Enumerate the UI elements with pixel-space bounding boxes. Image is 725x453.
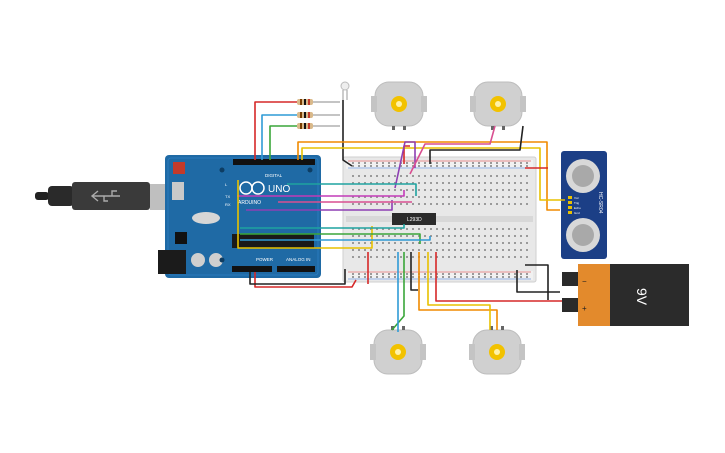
battery-plus: + xyxy=(582,304,587,313)
usb-cable xyxy=(35,182,172,210)
arduino-logo-text: UNO xyxy=(268,184,290,195)
arduino-brand: ARDUINO xyxy=(238,200,261,206)
wire-black xyxy=(429,125,524,164)
motor-icon xyxy=(370,326,426,375)
wire-black xyxy=(249,269,346,285)
wire-red xyxy=(254,272,357,288)
sensor-pin-label: Echo xyxy=(574,206,581,210)
tx-label: TX xyxy=(225,194,230,199)
battery-label: 9V xyxy=(634,288,650,306)
resistors xyxy=(288,81,350,129)
wire-red xyxy=(254,101,297,160)
battery-9v: 9V − + xyxy=(562,264,689,326)
wire-green xyxy=(269,125,297,160)
sensor-label: HC-SR04 xyxy=(597,192,603,214)
wire-orange xyxy=(418,252,498,330)
wire-yellow xyxy=(427,252,491,330)
wire-blue xyxy=(261,114,297,160)
wire-blue xyxy=(240,236,431,241)
wire-black xyxy=(525,264,549,300)
motor-icon xyxy=(469,326,525,375)
sensor-pin-label: Trig xyxy=(574,201,579,205)
wire-black xyxy=(516,270,560,293)
arduino-board: UNO ARDUINO DIGITAL POWER ANALOG IN L TX… xyxy=(158,155,321,278)
usb-plug-icon xyxy=(90,190,120,202)
l293d-chip: L293D xyxy=(392,213,436,225)
digital-label: DIGITAL xyxy=(265,173,283,178)
wire-pink xyxy=(409,125,496,175)
wire-purple xyxy=(394,141,416,189)
chip-label: L293D xyxy=(407,217,422,223)
reset-button[interactable] xyxy=(173,162,185,174)
motor-icon xyxy=(371,81,427,130)
wire-purple xyxy=(246,200,393,211)
l-label: L xyxy=(225,182,228,187)
sensor-pin-label: Vcc xyxy=(574,196,580,200)
rx-label: RX xyxy=(225,202,231,207)
wire-red xyxy=(435,252,562,302)
battery-minus: − xyxy=(582,277,587,286)
led-icon xyxy=(340,81,350,100)
wire-teal xyxy=(240,224,405,229)
wire-yellow xyxy=(301,147,565,201)
wire-orange xyxy=(297,141,560,211)
breadboard xyxy=(342,156,537,283)
wires xyxy=(237,100,565,332)
wire-yellow xyxy=(237,180,373,249)
wire-black xyxy=(410,252,418,291)
wire-magenta xyxy=(237,190,405,197)
power-label: POWER xyxy=(256,257,274,262)
motor-icon xyxy=(470,81,526,130)
wire-teal xyxy=(287,183,417,196)
wire-green xyxy=(391,252,405,331)
sensor-pin-label: Gnd xyxy=(574,211,580,215)
analog-label: ANALOG IN xyxy=(286,257,311,262)
wire-black xyxy=(342,100,353,167)
